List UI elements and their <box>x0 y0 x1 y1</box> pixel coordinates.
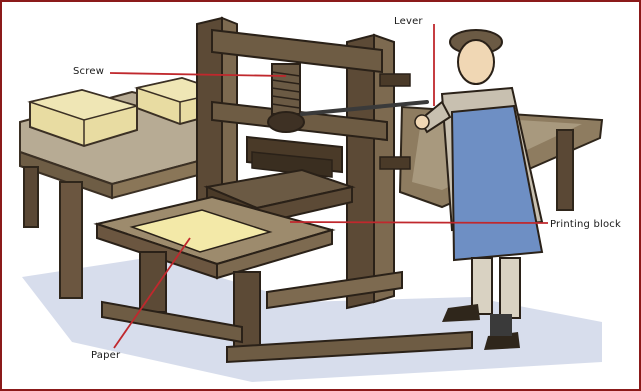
screw-label: Screw <box>73 66 104 77</box>
screw <box>268 64 304 132</box>
printing-block-label: Printing block <box>550 219 621 230</box>
printing-block-leader <box>290 222 548 223</box>
paper-label: Paper <box>91 350 120 361</box>
lever-label: Lever <box>394 16 423 27</box>
